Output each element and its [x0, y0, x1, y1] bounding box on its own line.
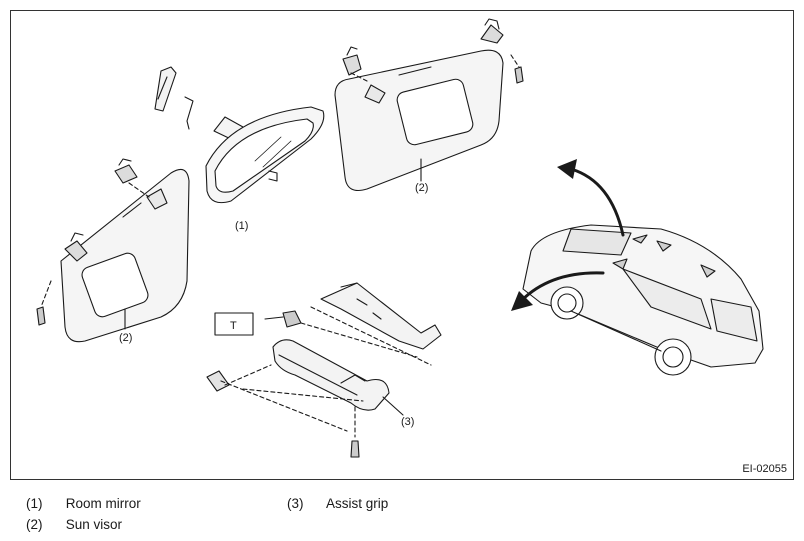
assist-grip	[206, 339, 404, 458]
vehicle-illustration	[522, 224, 764, 376]
callout-visor-left: (2)	[119, 332, 132, 344]
torque-symbol: T	[230, 320, 237, 332]
legend-number: (1)	[26, 496, 43, 511]
sun-visor-right	[334, 18, 524, 192]
legend-item-3: (3) Assist grip	[287, 496, 388, 511]
legend-number: (2)	[26, 517, 43, 532]
room-mirror	[205, 106, 325, 204]
figure-code: EI-02055	[742, 463, 787, 475]
callout-mirror: (1)	[235, 220, 248, 232]
sun-visor-left	[36, 158, 190, 343]
torque-label-box	[214, 312, 254, 336]
callout-visor-right: (2)	[415, 182, 428, 194]
direction-arrows	[511, 159, 625, 311]
legend-item-1: (1) Room mirror	[26, 496, 141, 511]
legend-number: (3)	[287, 496, 304, 511]
assist-grip-bracket	[264, 282, 442, 366]
legend-label: Assist grip	[326, 496, 389, 511]
legend-label: Sun visor	[65, 517, 123, 532]
diagram-frame: (1) (2) (2) (3) T EI-02055	[10, 10, 794, 480]
mirror-cover-clip	[154, 66, 194, 130]
legend-label: Room mirror	[65, 496, 141, 511]
callout-grip: (3)	[401, 416, 414, 428]
legend-item-2: (2) Sun visor	[26, 517, 122, 532]
